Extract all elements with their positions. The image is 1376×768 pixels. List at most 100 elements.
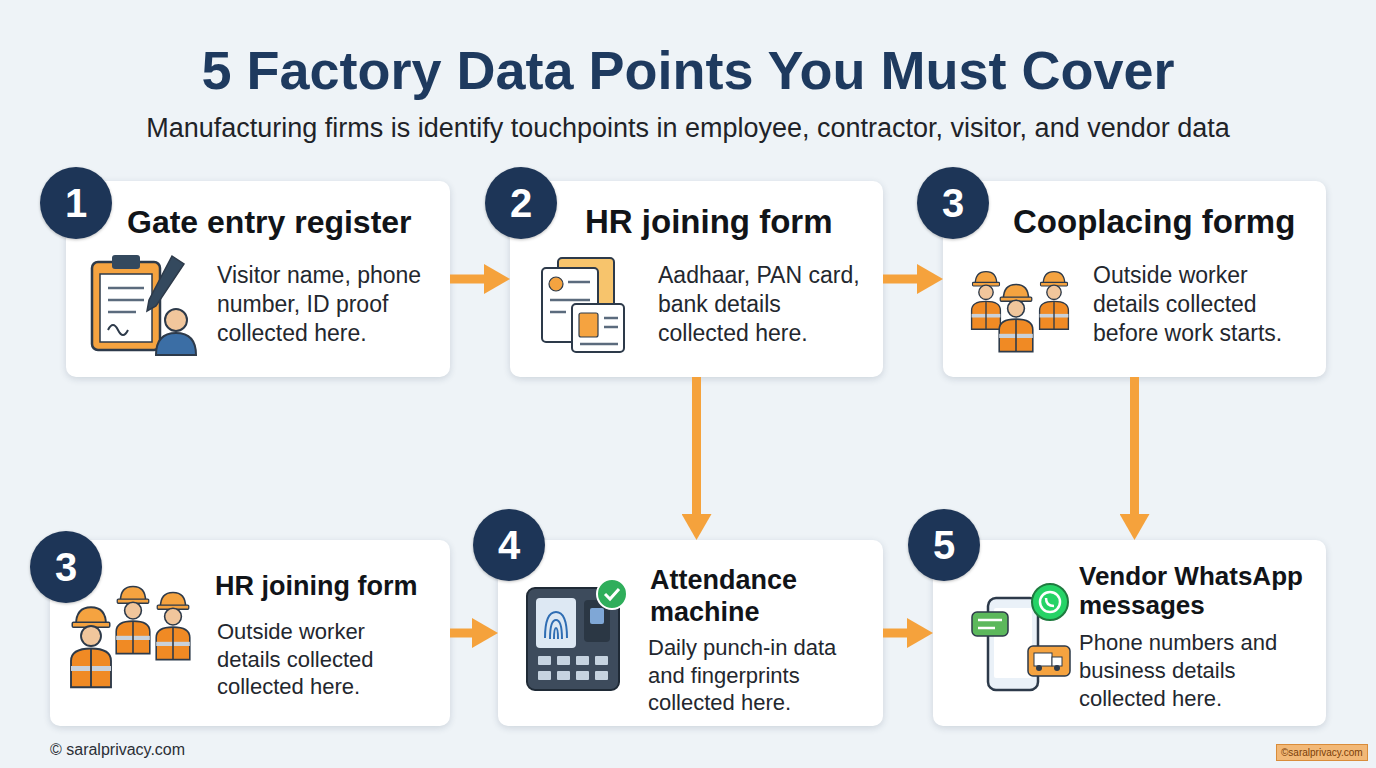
card-description: Outside worker details collected collect…	[217, 618, 427, 701]
scanner-screen	[536, 598, 576, 648]
clipboard-board	[92, 262, 160, 350]
id-line	[580, 343, 618, 346]
id-line	[604, 317, 618, 320]
reader-window	[590, 608, 604, 624]
fingerprint-ridge	[554, 628, 558, 639]
step-number: 2	[510, 181, 532, 225]
side-reader	[584, 600, 610, 642]
attendance-machine-icon	[527, 579, 627, 690]
number-badge: 3	[917, 167, 989, 239]
card-heading: HR joining form	[585, 203, 875, 241]
step-card: HR joining formAadhaar, PAN card, bank d…	[510, 181, 883, 377]
back-document	[558, 258, 614, 328]
step-card: Cooplacing formgOutside worker details c…	[943, 181, 1326, 377]
diagram-subtitle: Manufacturing firms is identify touchpoi…	[0, 112, 1376, 144]
step-number: 5	[933, 523, 955, 567]
machine-body	[527, 588, 619, 690]
whatsapp-ring	[1040, 592, 1060, 612]
step-number: 4	[498, 523, 520, 567]
flow-arrow	[1130, 377, 1139, 540]
keypad-key	[557, 671, 570, 680]
phone-chat-icon	[972, 584, 1070, 690]
document-line	[550, 311, 566, 314]
keypad-key	[538, 671, 551, 680]
card-heading: Gate entry register	[127, 203, 447, 241]
number-badge: 3	[30, 531, 102, 603]
truck-wheel	[1036, 665, 1042, 671]
card-heading: Attendance machine	[650, 564, 870, 628]
workers-icon	[71, 586, 190, 687]
worker-figure	[1040, 272, 1069, 330]
whatsapp-handset	[1046, 598, 1054, 606]
card-heading: Vendor WhatsApp messages	[1079, 562, 1319, 620]
flow-arrow	[883, 275, 943, 284]
id-line	[604, 326, 618, 329]
phone-body	[988, 598, 1038, 690]
flow-arrow	[450, 629, 498, 638]
clipboard-paper	[100, 274, 152, 342]
worker-figure	[116, 586, 150, 653]
step-number: 1	[65, 181, 87, 225]
truck-cargo	[1034, 653, 1052, 666]
chat-bubble	[972, 612, 1008, 636]
signature	[108, 325, 128, 335]
diagram-title: 5 Factory Data Points You Must Cover	[0, 38, 1376, 102]
flow-arrow	[450, 275, 510, 284]
document-line	[550, 299, 590, 302]
keypad-key	[576, 656, 589, 665]
id-card	[572, 304, 624, 352]
number-badge: 5	[908, 509, 980, 581]
keypad-key	[595, 656, 608, 665]
whatsapp-logo	[1032, 584, 1068, 620]
card-heading: HR joining form	[215, 570, 445, 602]
copyright-note: © saralprivacy.com	[50, 741, 185, 759]
document-line	[568, 281, 590, 284]
step-number: 3	[55, 545, 77, 589]
fingerprint-ridge	[550, 620, 562, 639]
step-card: Vendor WhatsApp messagesPhone numbers an…	[933, 540, 1326, 726]
keypad-key	[595, 671, 608, 680]
worker-figure	[156, 592, 190, 659]
truck-wheel	[1054, 665, 1060, 671]
card-description: Outside worker details collected before …	[1093, 261, 1305, 348]
paper-line	[108, 311, 136, 314]
keypad-key	[538, 656, 551, 665]
truck-cab	[1052, 657, 1062, 666]
front-document	[542, 268, 598, 342]
keypad-key	[576, 671, 589, 680]
number-badge: 2	[485, 167, 557, 239]
check-badge	[597, 579, 627, 609]
documents-icon	[542, 258, 624, 352]
flow-arrow	[692, 377, 701, 540]
pen	[147, 256, 184, 311]
step-card: Attendance machineDaily punch-in data an…	[498, 540, 883, 726]
paper-line	[108, 287, 144, 290]
id-photo	[579, 313, 598, 337]
check-mark	[605, 589, 619, 599]
clipboard-clip	[112, 255, 140, 269]
card-description: Aadhaar, PAN card, bank details collecte…	[658, 261, 870, 348]
delivery-bubble	[1028, 646, 1070, 676]
paper-line	[108, 299, 144, 302]
chat-line	[978, 619, 1002, 622]
flow-arrow	[883, 629, 933, 638]
keypad-key	[557, 656, 570, 665]
card-description: Visitor name, phone number, ID proof col…	[217, 261, 429, 348]
card-heading: Cooplacing formg	[1013, 203, 1318, 241]
phone-screen	[994, 608, 1032, 678]
worker-figure	[71, 607, 111, 687]
step-card: Gate entry registerVisitor name, phone n…	[66, 181, 450, 377]
card-description: Daily punch-in data and fingerprints col…	[648, 634, 858, 717]
worker-figure	[999, 284, 1033, 351]
document-avatar	[549, 277, 563, 291]
step-card: HR joining formOutside worker details co…	[50, 540, 450, 726]
card-description: Phone numbers and business details colle…	[1079, 629, 1289, 713]
chat-line	[978, 627, 995, 630]
watermark: ©saralprivacy.com	[1276, 744, 1368, 761]
step-number: 3	[942, 181, 964, 225]
number-badge: 4	[473, 509, 545, 581]
clipboard-icon	[92, 255, 196, 355]
fingerprint-ridge	[545, 612, 567, 638]
worker-figure	[972, 272, 1001, 330]
number-badge: 1	[40, 167, 112, 239]
